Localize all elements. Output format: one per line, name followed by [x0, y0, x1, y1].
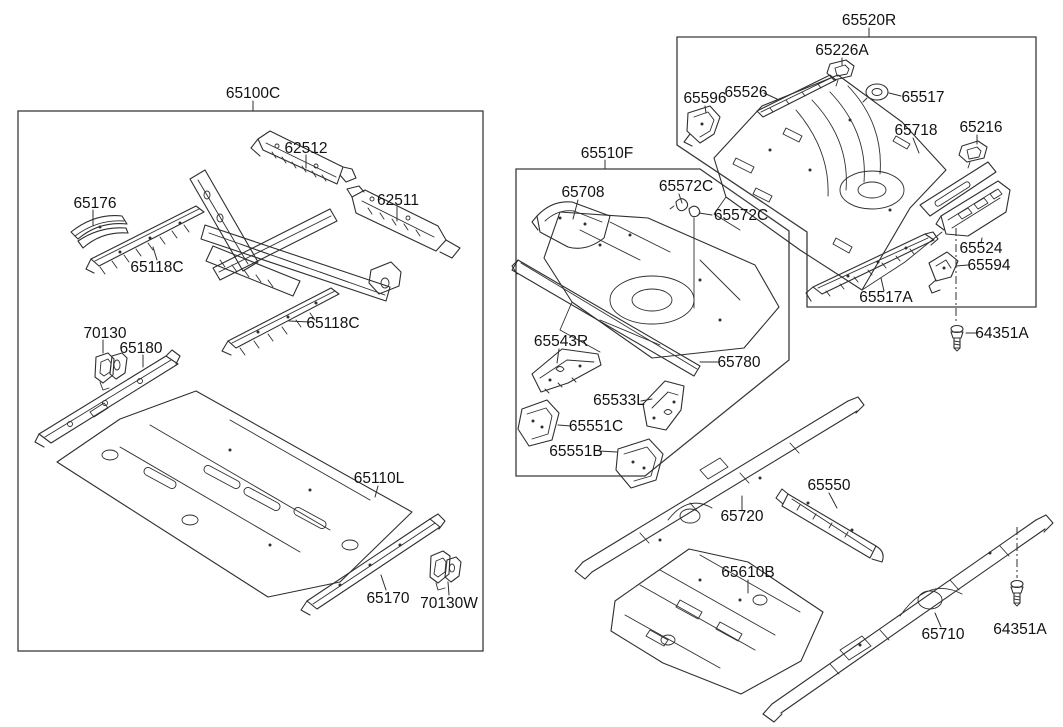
part-label-65710: 65710	[921, 626, 964, 643]
part-label-65226A: 65226A	[815, 42, 869, 59]
part-65226A-clip-drawing	[826, 59, 855, 87]
part-label-65551B: 65551B	[549, 443, 602, 460]
part-label-65594: 65594	[967, 257, 1010, 274]
part-label-65118C-front: 65118C	[130, 259, 183, 276]
part-65216-clip-drawing	[958, 140, 988, 169]
part-65170-drawing	[300, 513, 446, 616]
part-label-70130: 70130	[83, 325, 126, 342]
part-label-65517A: 65517A	[859, 289, 913, 306]
part-65550-drawing	[775, 488, 884, 563]
bolt-64351A-lower-icon	[1010, 579, 1024, 607]
part-65118C-rear-drawing	[221, 287, 340, 356]
part-65110L-floor-panel-drawing	[56, 390, 413, 598]
part-label-65550: 65550	[807, 477, 850, 494]
part-65118C-front-drawing	[85, 205, 205, 275]
part-65718-rear-floor-panel-drawing	[713, 74, 997, 291]
part-label-65533L: 65533L	[593, 392, 645, 409]
part-center-crossmembers-drawing	[189, 169, 402, 302]
part-label-65110L: 65110L	[354, 470, 405, 487]
part-label-65596: 65596	[683, 90, 726, 107]
part-label-65543R: 65543R	[534, 333, 588, 350]
part-70130-clip-drawing	[94, 352, 128, 391]
part-65572C-clips-drawing	[669, 198, 701, 309]
part-label-65170: 65170	[366, 590, 409, 607]
part-65533L-drawing	[642, 380, 685, 431]
part-65176-drawing	[70, 215, 129, 249]
assembly-box-65100C	[17, 110, 484, 652]
part-65594-drawing	[928, 251, 959, 294]
part-65720-drawing	[574, 396, 865, 580]
part-65543R-drawing	[531, 348, 602, 394]
part-label-70130W: 70130W	[420, 595, 478, 612]
part-label-64351A-lower: 64351A	[993, 621, 1047, 638]
part-label-65100C: 65100C	[226, 85, 280, 102]
part-label-62512: 62512	[284, 140, 327, 157]
part-label-62511: 62511	[377, 192, 419, 209]
part-label-64351A-upper: 64351A	[975, 325, 1029, 342]
part-label-65551C: 65551C	[569, 418, 623, 435]
part-label-65520R: 65520R	[842, 12, 896, 29]
part-label-65524: 65524	[959, 240, 1002, 257]
part-62512-drawing	[250, 130, 357, 185]
part-62511-drawing	[346, 185, 461, 259]
part-65780-drawing	[511, 211, 780, 377]
part-label-65216: 65216	[959, 119, 1002, 136]
part-65596-drawing	[683, 105, 721, 147]
part-label-65510F: 65510F	[581, 145, 634, 162]
part-65610B-drawing	[610, 548, 824, 695]
part-65517-drawing	[862, 83, 889, 103]
part-65526-drawing	[756, 74, 837, 118]
part-70130W-clip-drawing	[429, 550, 462, 591]
part-label-65780: 65780	[717, 354, 760, 371]
part-label-65180: 65180	[119, 340, 162, 357]
part-65517A-drawing	[805, 231, 939, 302]
part-label-65718: 65718	[894, 122, 937, 139]
part-label-65517: 65517	[901, 89, 944, 106]
part-label-65708: 65708	[561, 184, 604, 201]
part-label-65118C-rear: 65118C	[306, 315, 359, 332]
part-label-65526: 65526	[724, 84, 767, 101]
part-label-65572C-lower: 65572C	[714, 207, 768, 224]
part-label-65572C-upper: 65572C	[659, 178, 713, 195]
part-65180-drawing	[34, 349, 181, 448]
part-65551C-drawing	[517, 399, 560, 447]
assembly-box-65510F	[515, 168, 790, 477]
part-65524-drawing	[935, 180, 1011, 237]
part-65708-drawing	[531, 201, 611, 249]
part-label-65720: 65720	[720, 508, 763, 525]
part-label-65610B: 65610B	[721, 564, 774, 581]
part-65710-drawing	[762, 514, 1054, 723]
part-labels: 65100C 62512 62511 65176 65118C 65118C 7…	[73, 12, 1047, 643]
part-label-65176: 65176	[73, 195, 116, 212]
leader-lines	[92, 27, 983, 628]
assembly-box-65520R	[676, 36, 1037, 308]
bolt-64351A-upper-icon	[950, 324, 964, 352]
part-65551B-drawing	[615, 438, 664, 489]
